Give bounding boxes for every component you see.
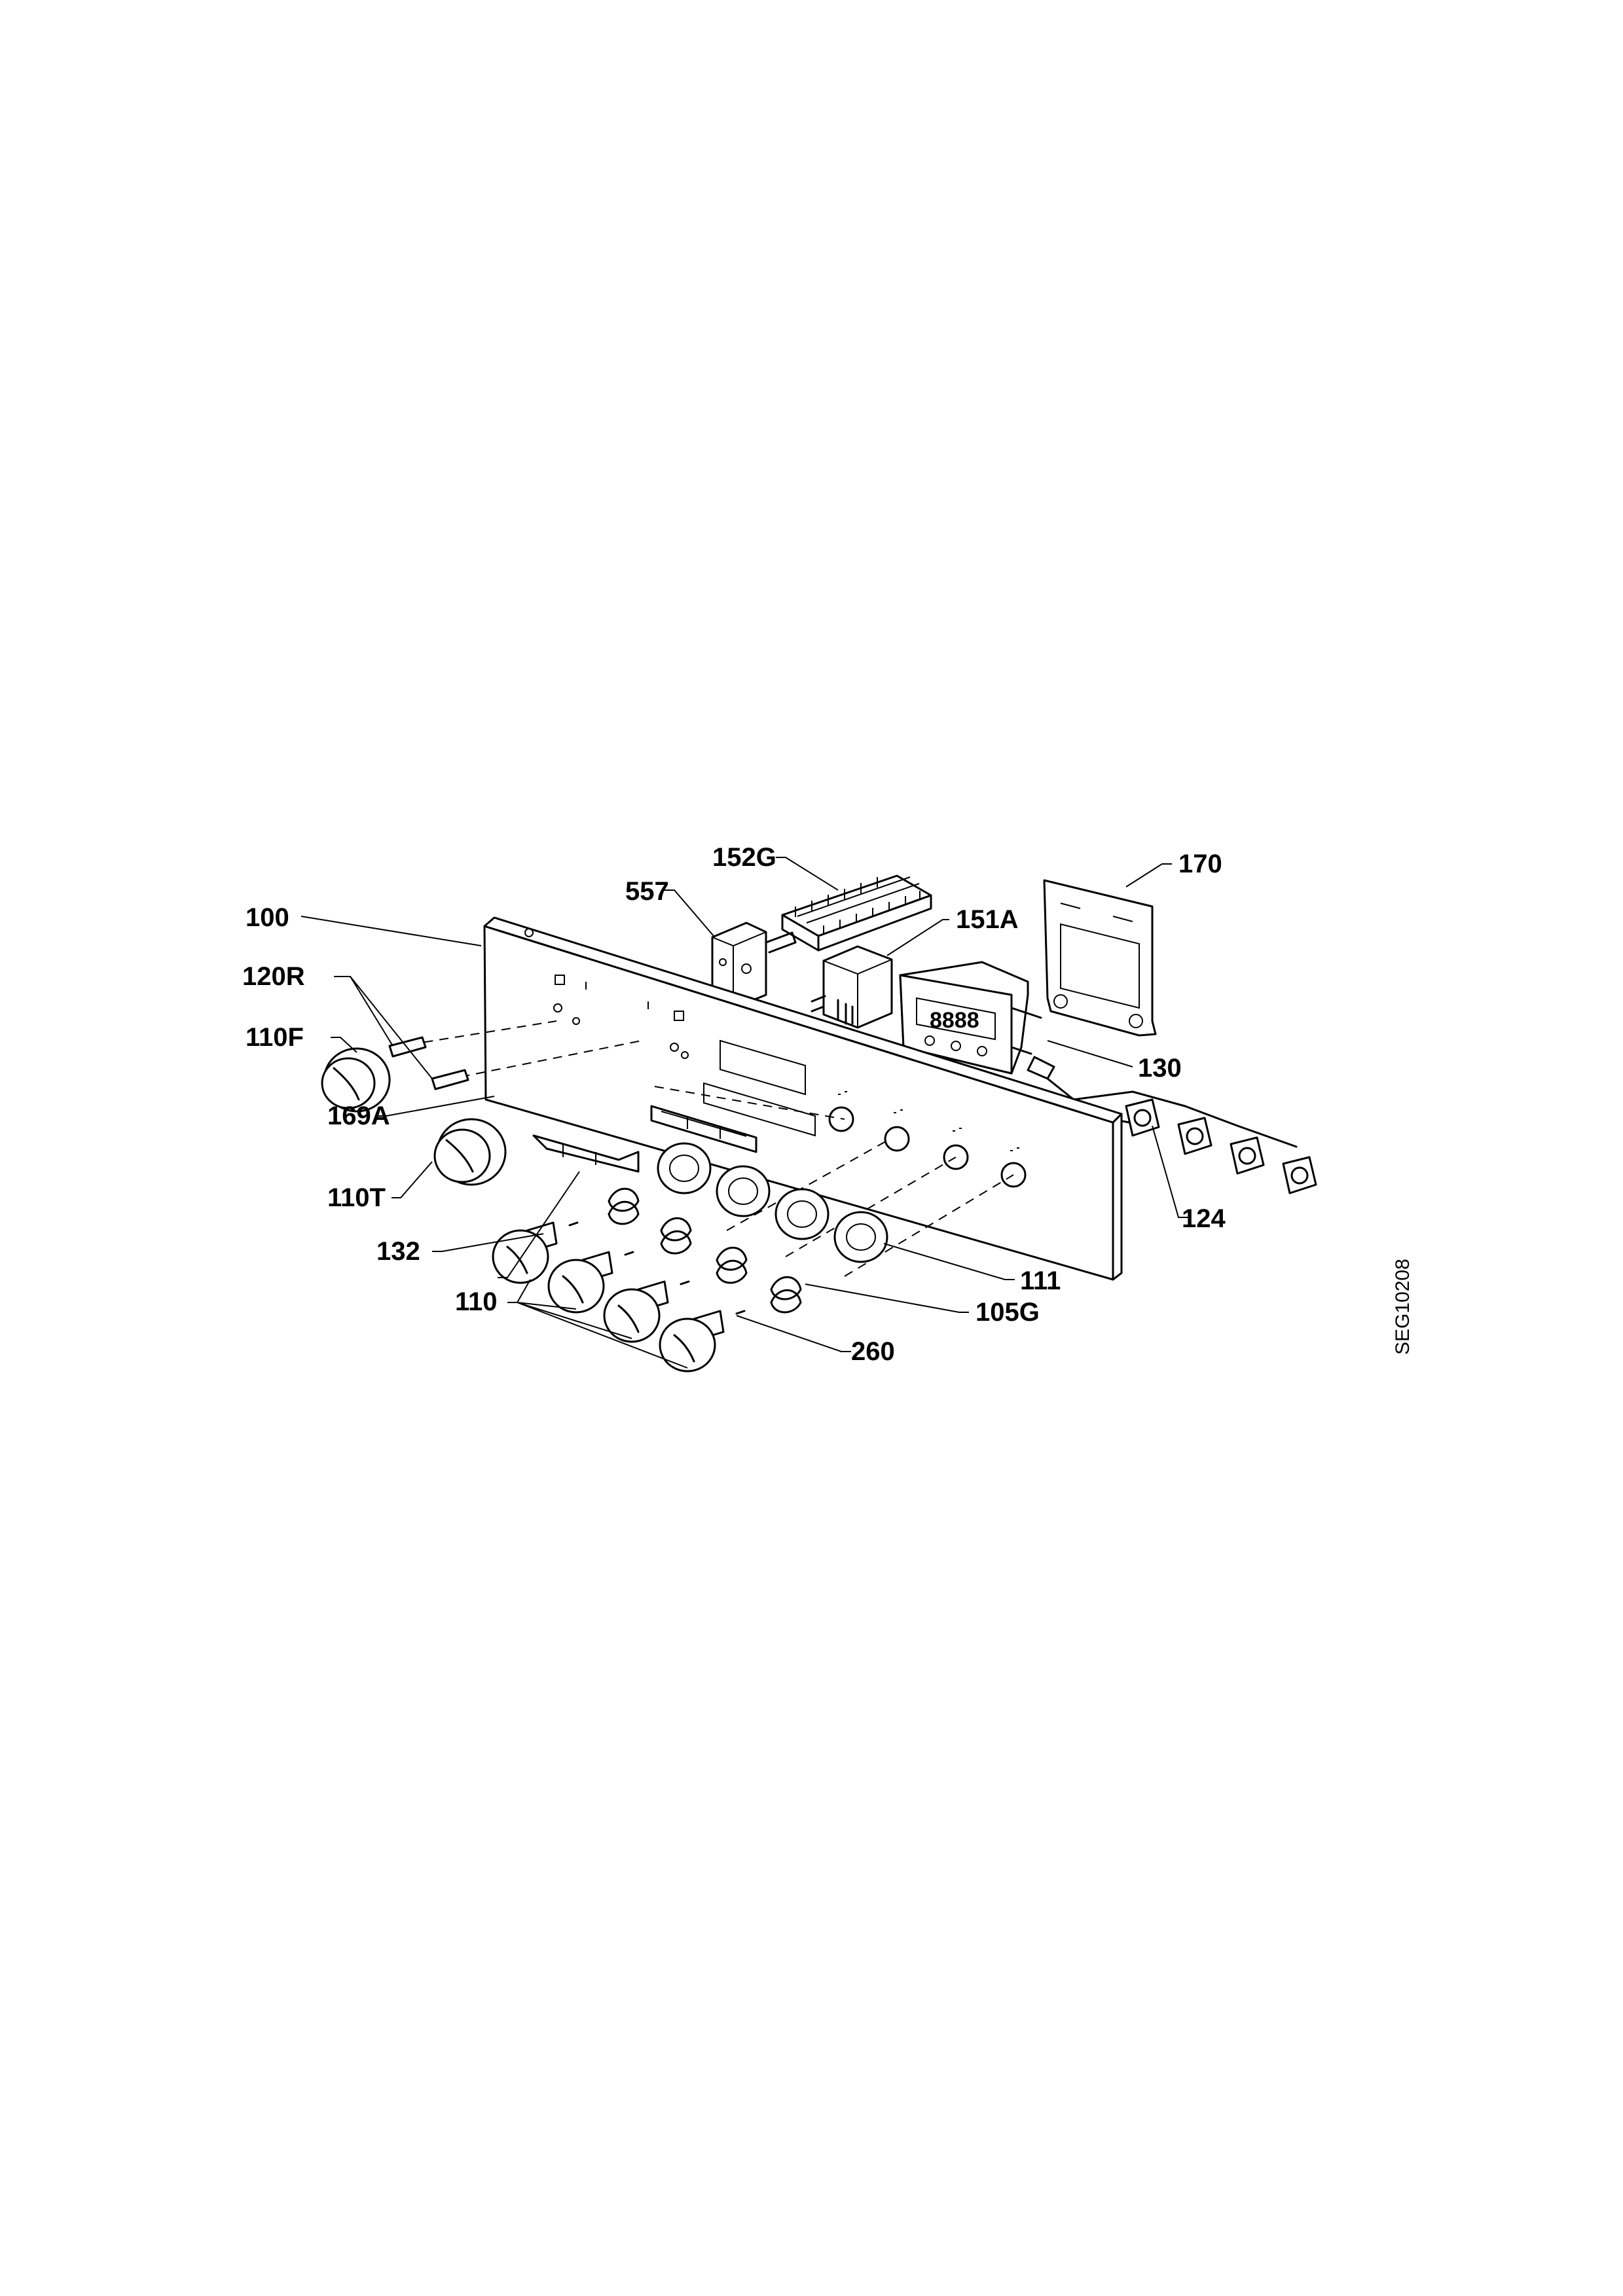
label-105G: 105G (976, 1298, 1040, 1327)
label-120R: 120R (242, 962, 305, 991)
selector-switch-151A (811, 945, 893, 1029)
knob-110T (433, 1118, 507, 1186)
label-260: 260 (851, 1337, 895, 1366)
screws-260 (568, 1221, 746, 1315)
label-152G: 152G (712, 843, 776, 872)
bezels-111 (657, 1142, 888, 1263)
shield-plate-170 (1043, 879, 1157, 1037)
label-110: 110 (455, 1287, 498, 1316)
springs-105G (608, 1187, 802, 1314)
lamp-covers-132 (532, 1134, 640, 1173)
label-130: 130 (1138, 1054, 1182, 1083)
programmer-130: 8888 (899, 961, 1042, 1075)
knobs-110 (492, 1221, 725, 1372)
label-170: 170 (1178, 850, 1222, 878)
label-124: 124 (1182, 1204, 1226, 1233)
svg-text:8888: 8888 (930, 1008, 979, 1033)
label-110F: 110F (246, 1023, 304, 1052)
label-111: 111 (1020, 1266, 1061, 1295)
label-110T: 110T (327, 1183, 386, 1212)
drawing-code: SEG10208 (1392, 1259, 1413, 1355)
control-panel-100 (392, 916, 1123, 1281)
label-132: 132 (376, 1237, 420, 1266)
leader-lines (301, 857, 1188, 1369)
label-151A: 151A (956, 905, 1019, 934)
label-169A: 169A (327, 1102, 390, 1130)
knob-110F (321, 1047, 391, 1113)
part-labels: 100 120R 110F 557 152G 151A 170 130 169A… (242, 843, 1413, 1366)
label-557: 557 (625, 877, 669, 906)
label-100: 100 (246, 903, 289, 932)
indicator-strip-169A (650, 1105, 757, 1153)
terminal-block-152G (781, 874, 932, 952)
light-switches-120R (388, 1036, 469, 1090)
